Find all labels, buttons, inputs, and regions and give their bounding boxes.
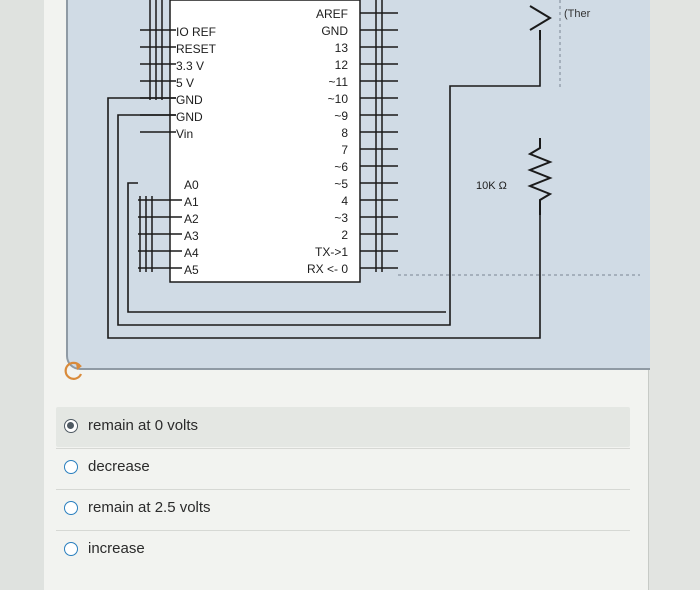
pin-label-aref: AREF [315,7,348,21]
pin-label-a4: A4 [184,246,199,260]
option-label: remain at 2.5 volts [88,499,211,516]
option-label: increase [88,540,145,557]
selected-option-highlight [56,407,630,447]
option-increase[interactable]: increase [64,534,624,568]
pin-label-9: ~9 [334,109,348,123]
analog-header-pins [138,196,182,272]
pin-label-gnd-2: GND [176,110,203,124]
pin-label-12: 12 [334,58,348,72]
pin-label-reset: RESET [176,42,217,56]
divider [56,489,630,490]
arduino-board [169,0,361,283]
pin-label-3: ~3 [334,211,348,225]
pin-label-gnd-1: GND [176,93,203,107]
divider [56,530,630,531]
radio-button[interactable] [64,501,78,515]
pin-label-8: 8 [341,126,348,140]
resistor-icon [527,138,553,215]
pin-label-a0: A0 [184,178,199,192]
option-remain-2-5v[interactable]: remain at 2.5 volts [64,493,624,527]
right-gutter [648,0,700,590]
thermistor-icon [529,5,552,40]
circuit-wires [107,40,541,339]
option-decrease[interactable]: decrease [64,452,624,486]
pin-label-2: 2 [341,228,348,242]
option-remain-0v[interactable]: remain at 0 volts [64,411,624,445]
pin-label-vin: Vin [176,127,194,141]
pin-label-tx: TX->1 [314,245,348,259]
radio-button[interactable] [64,542,78,556]
thermistor-label: (Ther [564,8,591,20]
pin-label-a3: A3 [184,229,199,243]
option-label: decrease [88,458,150,475]
left-gutter [0,0,44,590]
circuit-diagram [107,0,640,339]
pin-label-5: ~5 [334,177,348,191]
pin-label-3v3: 3.3 V [176,59,205,73]
pin-label-rx: RX <- 0 [306,262,348,276]
pin-label-13: 13 [334,41,348,55]
radio-dot [67,422,74,429]
pin-label-7: 7 [341,143,348,157]
pin-label-a1: A1 [184,195,199,209]
pin-label-4: 4 [341,194,348,208]
option-label: remain at 0 volts [88,417,199,434]
divider [56,448,630,449]
radio-button[interactable] [64,460,78,474]
pin-label-6: ~6 [334,160,348,174]
pin-label-11: ~11 [328,75,348,89]
digital-header-pins [360,0,398,272]
pin-label-gnd-r: GND [321,24,348,38]
radio-button-selected[interactable] [64,419,78,433]
pin-label-a5: A5 [184,263,199,277]
pin-label-10: ~10 [327,92,348,106]
resistor-label: 10K Ω [476,180,507,192]
pin-label-a2: A2 [184,212,199,226]
pin-label-5v: 5 V [176,76,195,90]
pin-label-ioref: IO REF [176,25,217,39]
reset-icon[interactable] [62,359,86,383]
